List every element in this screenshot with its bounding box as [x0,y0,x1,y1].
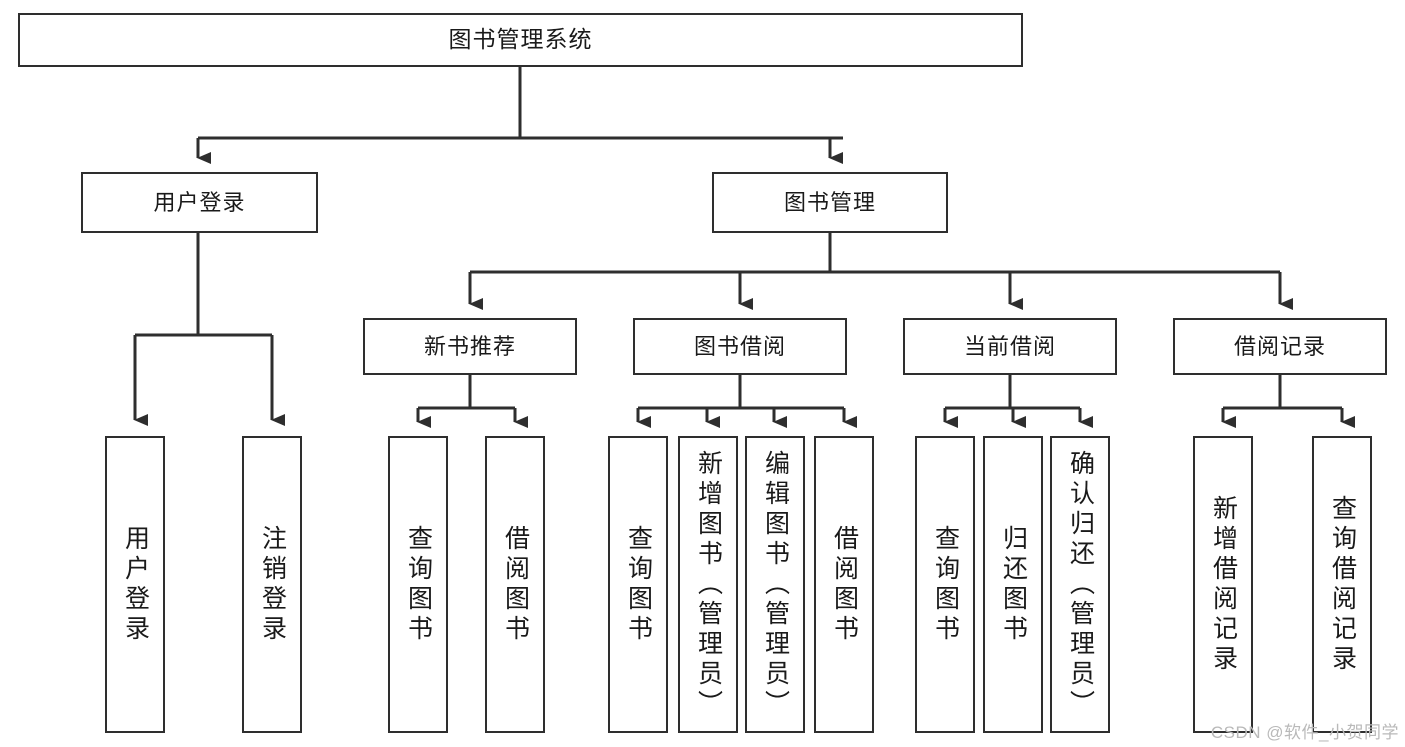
node-label: 图书管理 [783,189,876,215]
node-user-login[interactable]: 用户登录 [81,172,318,233]
node-label: 用户登录 [121,524,150,645]
csdn-watermark: CSDN @软件_小贺同学 [1210,723,1399,742]
leaf-query-record[interactable]: 查询借阅记录 [1312,436,1372,733]
leaf-query-book-2[interactable]: 查询图书 [608,436,668,733]
node-book-borrow[interactable]: 图书借阅 [633,318,847,375]
node-current-borrow[interactable]: 当前借阅 [903,318,1117,375]
leaf-borrow-book-2[interactable]: 借阅图书 [814,436,874,733]
leaf-user-login[interactable]: 用户登录 [105,436,165,733]
leaf-edit-book[interactable]: 编辑图书（管理员） [745,436,805,733]
node-root-system[interactable]: 图书管理系统 [18,13,1023,67]
leaf-confirm-return[interactable]: 确认归还（管理员） [1050,436,1110,733]
leaf-logout[interactable]: 注销登录 [242,436,302,733]
node-label: 新书推荐 [423,333,516,359]
node-label: 注销登录 [258,524,287,645]
leaf-add-record[interactable]: 新增借阅记录 [1193,436,1253,733]
node-label: 确认归还（管理员） [1066,449,1095,720]
node-new-book-recommend[interactable]: 新书推荐 [363,318,577,375]
node-label: 查询图书 [624,524,653,645]
node-label: 借阅图书 [830,524,859,645]
node-label: 用户登录 [153,189,246,215]
node-label: 查询借阅记录 [1328,494,1357,675]
leaf-add-book[interactable]: 新增图书（管理员） [678,436,738,733]
node-label: 查询图书 [404,524,433,645]
node-label: 图书管理系统 [448,26,593,53]
node-label: 归还图书 [999,524,1028,645]
node-label: 当前借阅 [963,333,1056,359]
node-label: 查询图书 [931,524,960,645]
node-label: 新增图书（管理员） [694,449,723,720]
leaf-borrow-book-1[interactable]: 借阅图书 [485,436,545,733]
leaf-query-book-3[interactable]: 查询图书 [915,436,975,733]
node-label: 图书借阅 [693,333,786,359]
node-borrow-record[interactable]: 借阅记录 [1173,318,1387,375]
node-label: 编辑图书（管理员） [761,449,790,720]
node-label: 借阅记录 [1233,333,1326,359]
node-book-management[interactable]: 图书管理 [712,172,948,233]
node-label: 新增借阅记录 [1209,494,1238,675]
leaf-query-book-1[interactable]: 查询图书 [388,436,448,733]
leaf-return-book[interactable]: 归还图书 [983,436,1043,733]
node-label: 借阅图书 [501,524,530,645]
